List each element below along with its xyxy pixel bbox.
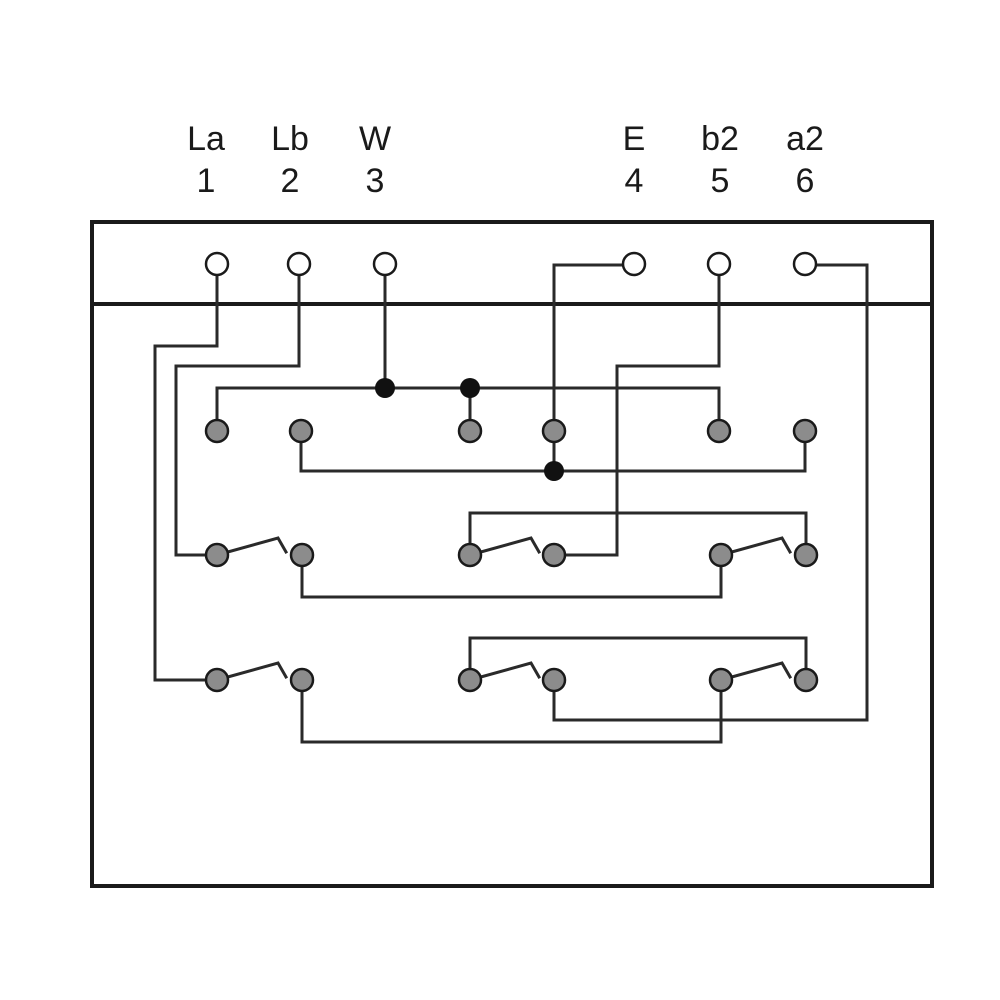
contact [541,542,567,568]
contact [289,542,315,568]
wire-lb [174,274,301,557]
junctions [375,378,564,481]
contact [793,667,819,693]
junction-dot [544,461,564,481]
wire-row2-loop [468,511,808,545]
switch-arm [468,661,542,682]
terminal-1 [204,251,230,277]
terminal-3 [372,251,398,277]
contact [204,418,230,444]
contact [289,667,315,693]
terminals [204,251,818,277]
contact [288,418,314,444]
contact [792,418,818,444]
switch-arm [719,536,793,557]
terminal-number: 5 [710,162,730,200]
contact [706,418,732,444]
terminal-2 [286,251,312,277]
terminal-label-b2: b2 5 [680,118,760,202]
contact [457,667,483,693]
terminal-label-w: W 3 [335,118,415,202]
contact [708,542,734,568]
terminal-6 [792,251,818,277]
contact [793,542,819,568]
terminal-name: a2 [786,120,824,158]
terminal-5 [706,251,732,277]
terminal-name: W [358,120,392,158]
enclosure-frame [90,220,934,888]
contact [204,667,230,693]
contact [541,418,567,444]
wire-row3-loop [468,636,808,670]
terminal-label-e: E 4 [594,118,674,202]
switch-arm [215,661,289,682]
wire-e [552,263,624,422]
contact [457,542,483,568]
switch-arms [215,536,793,682]
switch-arm [215,536,289,557]
terminal-number: 4 [624,162,644,200]
terminal-number: 6 [795,162,815,200]
terminal-label-lb: Lb 2 [250,118,330,202]
contact [457,418,483,444]
junction-dot [460,378,480,398]
terminal-number: 1 [196,162,216,200]
terminal-name: b2 [701,120,739,158]
contacts [204,418,819,693]
contact [708,667,734,693]
wire-a2 [552,263,869,722]
terminal-number: 3 [365,162,385,200]
wire-row3-return [300,690,723,744]
terminal-label-a2: a2 6 [765,118,845,202]
junction-dot [375,378,395,398]
switch-arm [719,661,793,682]
terminal-name: La [187,120,225,158]
terminal-name: Lb [271,120,309,158]
contact [204,542,230,568]
contact [541,667,567,693]
terminal-4 [621,251,647,277]
switch-arm [468,536,542,557]
wire-row2-return [300,565,723,599]
wire-la [153,274,219,682]
wire-b2 [564,274,721,557]
terminal-number: 2 [280,162,300,200]
terminal-label-la: La 1 [166,118,246,202]
terminal-name: E [622,120,646,158]
